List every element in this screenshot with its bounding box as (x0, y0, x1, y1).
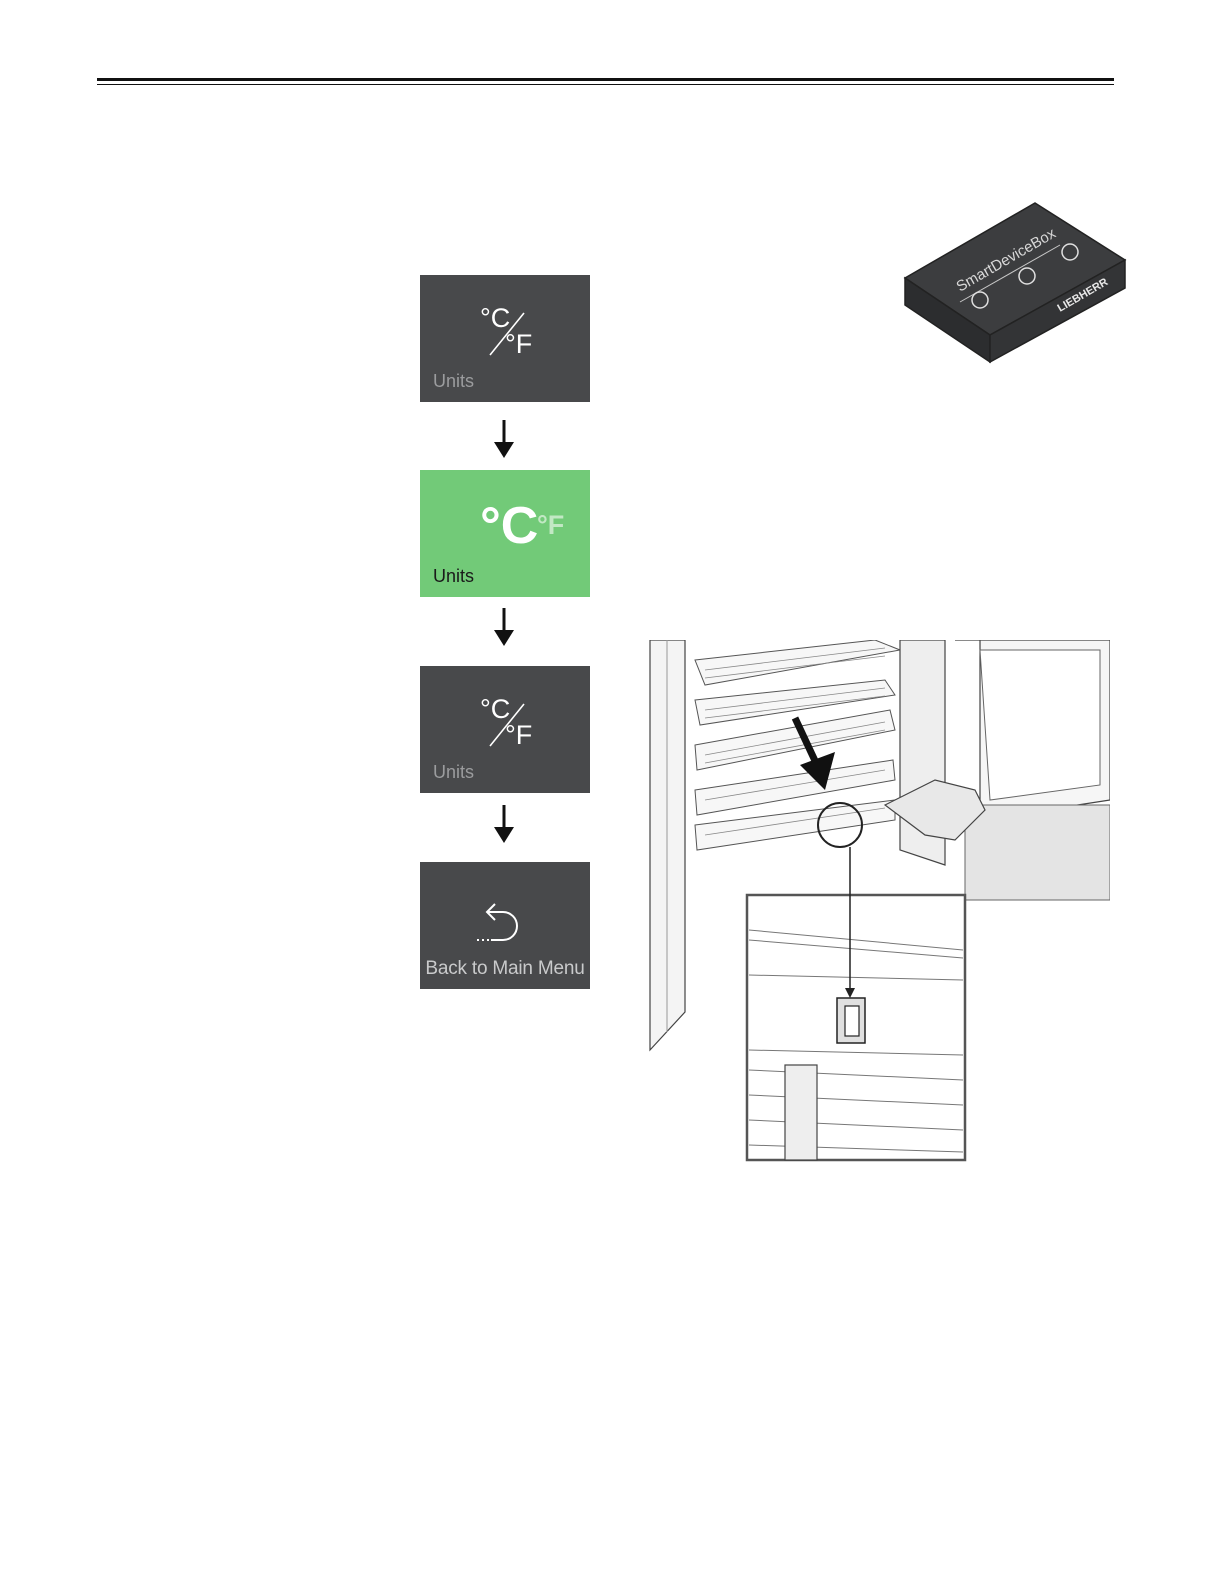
celsius-selected: °C (480, 500, 538, 552)
units-tile[interactable]: °C °F Units (420, 666, 590, 793)
header-rule-thin (97, 84, 1114, 85)
back-arrow-icon (475, 890, 535, 950)
appliance-interior-illustration (645, 640, 1110, 1180)
back-to-main-menu-tile[interactable]: Back to Main Menu (420, 862, 590, 989)
units-tile[interactable]: °C °F Units (420, 275, 590, 402)
units-label: Units (433, 566, 474, 587)
down-arrow-icon (492, 420, 516, 460)
back-to-main-menu-label: Back to Main Menu (420, 958, 590, 980)
celsius-fahrenheit-icon: °C °F (478, 696, 534, 752)
units-selected-tile[interactable]: °C °F Units (420, 470, 590, 597)
fahrenheit-option: °F (537, 512, 564, 539)
smart-device-box-illustration: SmartDeviceBox LIEBHERR (900, 200, 1130, 370)
down-arrow-icon (492, 608, 516, 648)
celsius-fahrenheit-icon: °C °F (478, 305, 534, 361)
header-rule-thick (97, 78, 1114, 81)
units-label: Units (433, 762, 474, 783)
units-label: Units (433, 371, 474, 392)
down-arrow-icon (492, 805, 516, 845)
